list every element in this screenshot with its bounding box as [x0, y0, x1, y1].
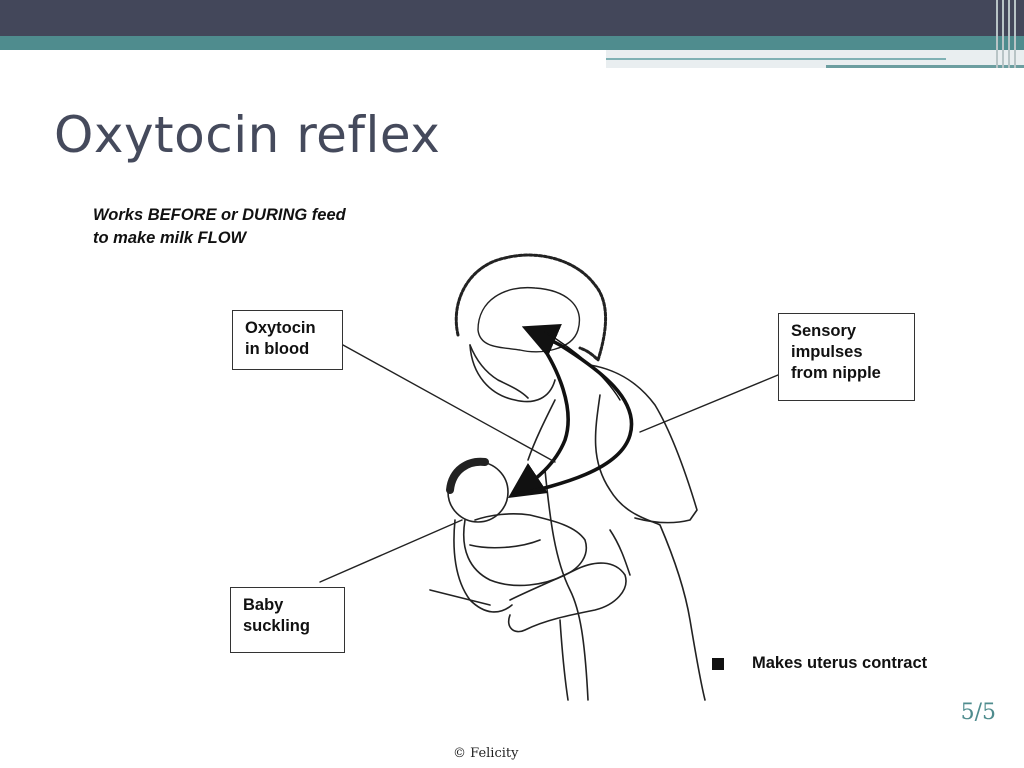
header-accent-line-lower — [826, 65, 1024, 68]
sensory-arrow — [513, 323, 634, 497]
page-number: 5/5 — [960, 700, 996, 725]
label-line: impulses — [791, 343, 863, 361]
oxytocin-arrow — [508, 333, 570, 498]
header-stripes — [994, 0, 1024, 68]
label-line: Oxytocin — [245, 319, 316, 337]
label-line: from nipple — [791, 364, 881, 382]
figure-legend: Makes uterus contract — [712, 654, 927, 673]
mother-hand — [507, 562, 627, 633]
slide-title: Oxytocin reflex — [54, 106, 441, 164]
mother-shoulder — [589, 364, 698, 524]
figure-caption-line-1: Works BEFORE or DURING feed — [93, 206, 346, 224]
label-line: Sensory — [791, 322, 857, 340]
brain-outline — [477, 286, 581, 353]
label-oxytocin-in-blood: Oxytocin in blood — [232, 310, 343, 370]
legend-square-icon — [712, 657, 724, 670]
pointer-oxytocin — [342, 344, 556, 463]
image-credit: © Felicity — [453, 746, 519, 761]
pointer-sensory — [639, 374, 779, 433]
header-band — [0, 0, 1024, 36]
figure-caption-line-2: to make milk FLOW — [93, 229, 247, 247]
label-baby-suckling: Baby suckling — [230, 587, 345, 653]
mother-hair — [454, 253, 607, 362]
baby-body — [463, 513, 587, 587]
header-accent-line — [606, 58, 946, 60]
header-accent-band — [0, 36, 1024, 50]
pointer-baby — [319, 519, 463, 583]
label-line: suckling — [243, 617, 310, 635]
label-line: in blood — [245, 340, 310, 358]
mother-head — [469, 344, 556, 403]
legend-text: Makes uterus contract — [752, 654, 928, 672]
label-sensory-impulses: Sensory impulses from nipple — [778, 313, 915, 401]
label-line: Baby — [243, 596, 284, 614]
mother-body — [594, 394, 706, 701]
